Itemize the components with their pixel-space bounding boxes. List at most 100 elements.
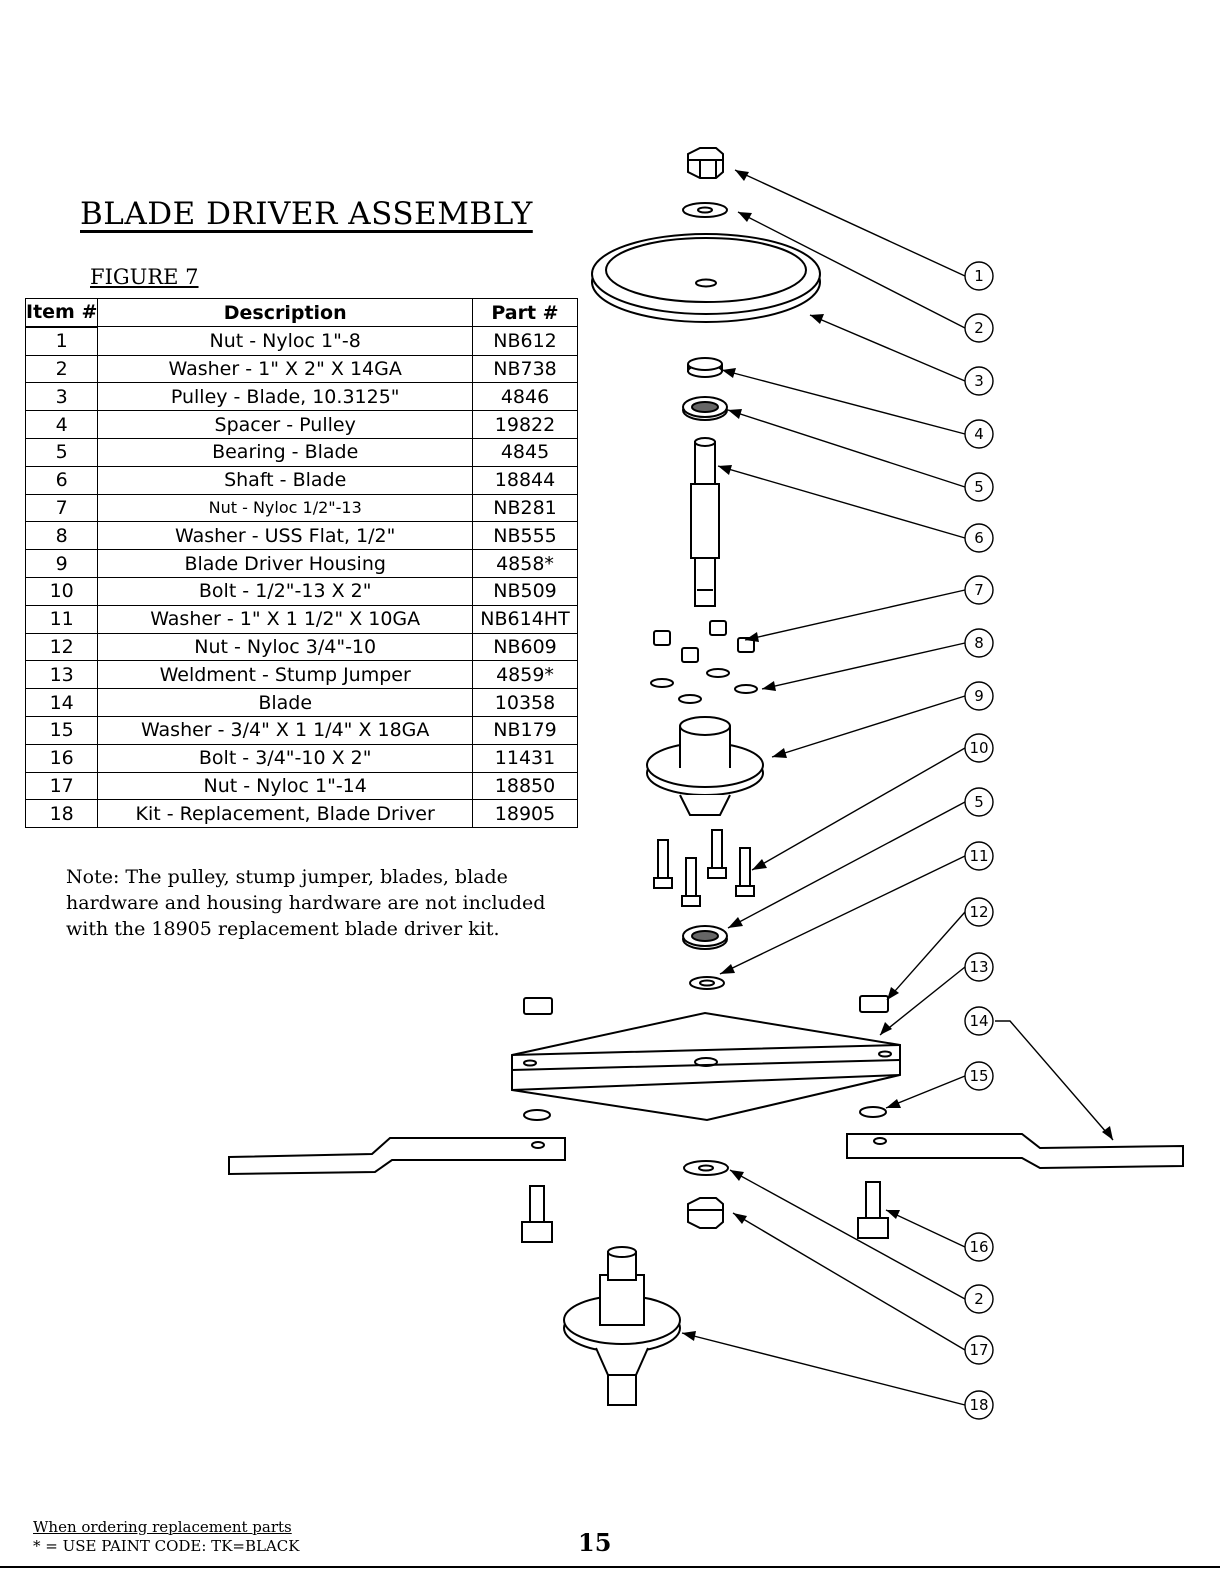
figure-label: FIGURE 7 xyxy=(90,265,199,289)
bearing-top-drawing xyxy=(682,396,728,421)
nuts-12-drawing xyxy=(523,995,889,1015)
bearing-bottom-drawing xyxy=(682,925,728,950)
washer-2-bottom-drawing xyxy=(683,1160,729,1176)
paint-code-note: * = USE PAINT CODE: TK=BLACK xyxy=(33,1537,300,1555)
washer-2-top-drawing xyxy=(682,202,728,218)
part-number-cell: NB609 xyxy=(472,632,578,662)
callout-label: 5 xyxy=(974,793,984,811)
description-cell: Washer - USS Flat, 1/2" xyxy=(97,521,473,551)
callout-label: 13 xyxy=(969,958,988,976)
description-cell: Bolt - 3/4"-10 X 2" xyxy=(97,743,473,773)
spacer-drawing xyxy=(687,357,723,378)
item-number-cell: 6 xyxy=(24,465,99,495)
description-cell: Washer - 1" X 1 1/2" X 10GA xyxy=(97,604,473,634)
item-number-cell: 2 xyxy=(24,354,99,384)
callout-label: 2 xyxy=(974,1290,984,1308)
description-cell: Kit - Replacement, Blade Driver xyxy=(97,799,473,829)
footer-notes: When ordering replacement parts * = USE … xyxy=(33,1518,299,1556)
item-number-cell: 1 xyxy=(24,326,99,356)
item-number-cell: 14 xyxy=(24,688,99,717)
blade-left-drawing xyxy=(228,1137,566,1176)
nyloc-nut-1-drawing xyxy=(687,147,724,179)
part-number-cell: 4859* xyxy=(472,660,578,690)
item-number-cell: 4 xyxy=(24,410,99,439)
table-header-row: Item # Description Part # xyxy=(24,297,578,328)
callout-label: 18 xyxy=(969,1396,988,1414)
page-title: BLADE DRIVER ASSEMBLY xyxy=(80,196,533,232)
part-number-cell: 18850 xyxy=(472,771,578,801)
housing-drawing xyxy=(646,716,764,816)
callout-label: 1 xyxy=(974,267,984,285)
callout-label: 8 xyxy=(974,634,984,652)
callouts xyxy=(964,261,994,1420)
callout-label: 2 xyxy=(974,319,984,337)
callout-label: 16 xyxy=(969,1238,988,1256)
small-nuts-drawing xyxy=(653,620,755,663)
item-number-cell: 5 xyxy=(24,437,99,467)
description-cell: Spacer - Pulley xyxy=(97,410,473,439)
callout-label: 9 xyxy=(974,687,984,705)
item-number-cell: 8 xyxy=(24,521,99,551)
bottom-rule xyxy=(0,1566,1220,1568)
item-number-cell: 10 xyxy=(24,576,99,606)
description-cell: Nut - Nyloc 1/2"-13 xyxy=(97,493,473,523)
callout-label: 7 xyxy=(974,581,984,599)
ordering-note: When ordering replacement parts xyxy=(33,1518,292,1536)
replacement-kit-drawing xyxy=(563,1246,681,1406)
description-cell: Washer - 1" X 2" X 14GA xyxy=(97,354,473,384)
item-number-cell: 16 xyxy=(24,743,99,773)
part-number-cell: 10358 xyxy=(472,688,578,717)
description-cell: Blade xyxy=(97,688,473,717)
bolts-16-drawing xyxy=(521,1181,889,1243)
leader-lines xyxy=(681,169,1114,1406)
part-number-cell: NB555 xyxy=(472,521,578,551)
callout-label: 12 xyxy=(969,903,988,921)
washers-15-drawing xyxy=(523,1106,887,1121)
part-number-cell: 11431 xyxy=(472,743,578,773)
header-part: Part # xyxy=(472,297,578,328)
header-item: Item # xyxy=(24,297,99,328)
nyloc-nut-17-drawing xyxy=(687,1197,724,1229)
callout-label: 11 xyxy=(969,847,988,865)
description-cell: Blade Driver Housing xyxy=(97,549,473,578)
part-number-cell: 19822 xyxy=(472,410,578,439)
callout-label: 3 xyxy=(974,372,984,390)
callout-label: 15 xyxy=(969,1067,988,1085)
page-number: 15 xyxy=(578,1528,612,1557)
bolts-10-drawing xyxy=(653,829,755,907)
description-cell: Nut - Nyloc 3/4"-10 xyxy=(97,632,473,662)
note-text: Note: The pulley, stump jumper, blades, … xyxy=(66,866,546,940)
item-number-cell: 18 xyxy=(24,799,99,829)
arrowheads xyxy=(682,170,1113,1341)
callout-labels: 1 2 3 4 5 6 7 8 9 10 5 11 12 13 14 15 16… xyxy=(969,267,988,1414)
blade-right-drawing xyxy=(846,1133,1184,1170)
callout-label: 5 xyxy=(974,478,984,496)
item-number-cell: 12 xyxy=(24,632,99,662)
description-cell: Bolt - 1/2"-13 X 2" xyxy=(97,576,473,606)
callout-label: 10 xyxy=(969,739,988,757)
part-number-cell: NB281 xyxy=(472,493,578,523)
flat-washers-drawing xyxy=(650,668,758,704)
washer-11-drawing xyxy=(689,976,725,990)
callout-label: 4 xyxy=(974,425,984,443)
callout-label: 17 xyxy=(969,1341,988,1359)
description-cell: Pulley - Blade, 10.3125" xyxy=(97,382,473,412)
description-cell: Nut - Nyloc 1"-8 xyxy=(97,326,473,356)
shaft-drawing xyxy=(690,437,720,607)
pulley-drawing xyxy=(591,233,821,323)
